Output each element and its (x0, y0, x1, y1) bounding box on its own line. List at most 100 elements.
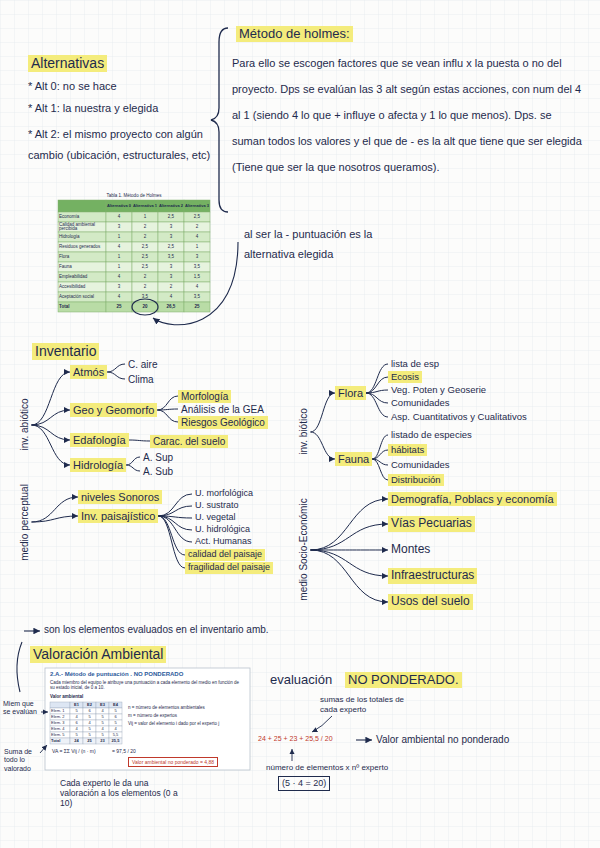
mindmap-item: Atmós (70, 365, 107, 379)
node-text: Inv. paisajístico (81, 510, 155, 522)
mindmap-item: Clima (125, 373, 157, 386)
table-cell-bg (58, 252, 106, 262)
mindmap-item: Inv. paisajístico (78, 509, 158, 523)
formula: VA = ΣΣ Vij / (n · m) (52, 748, 96, 754)
node-text: U. sustrato (195, 501, 239, 511)
table-cell-bg (184, 262, 210, 272)
branch-heading: medio Socio-Económic (296, 497, 311, 603)
table-cell-bg (158, 282, 184, 292)
table-cell-bg (158, 242, 184, 252)
mindmap-item: Infraestructuras (388, 568, 477, 583)
section-heading: Inventario (32, 343, 99, 360)
table-cell: 20 (132, 302, 158, 312)
table-cell-bg (158, 232, 184, 242)
node-text: Ecosis (391, 372, 419, 382)
table-cell: 1 (106, 232, 132, 242)
node-text: Análisis de la GEA (181, 404, 264, 415)
table-cell-bg (132, 242, 158, 252)
matrix-cell: 5 (96, 720, 109, 726)
branch-heading: medio perceptual (17, 482, 32, 563)
table-cell-bg (58, 272, 106, 282)
table-cell-bg (158, 292, 184, 302)
matrix-cell-bg (96, 732, 109, 738)
table-cell-bg (132, 302, 158, 312)
table-cell: Flora (58, 252, 106, 262)
node-text: Fauna (338, 453, 369, 465)
node-text: A. Sup (143, 452, 173, 463)
table-cell: Hidrología (58, 232, 106, 242)
table-cell-bg (184, 200, 210, 212)
matrix-cell: 5 (109, 708, 122, 714)
table-cell-bg (58, 282, 106, 292)
table-cell: 1 (106, 262, 132, 272)
matrix-cell-bg (83, 738, 96, 744)
handwritten-note: sumas de los totales de cada experto (320, 695, 415, 714)
branch-connector (158, 516, 185, 555)
table-cell: 2,5 (132, 262, 158, 272)
node-text: Morfología (181, 391, 228, 402)
branch-connector (32, 516, 79, 522)
table-cell-bg (184, 282, 210, 292)
table-cell-bg (106, 302, 132, 312)
node-text: Comunidades (391, 398, 450, 408)
section-heading: Alternativas (28, 55, 107, 72)
branch-connector (158, 506, 192, 516)
table-cell: 2 (132, 232, 158, 242)
mindmap-item: Montes (388, 542, 433, 557)
mindmap-item: lista de esp (388, 358, 442, 370)
table-cell: 3 (184, 252, 210, 262)
handwritten-note: * Alt 1: la nuestra y elegida (28, 102, 218, 115)
node-text: Infraestructuras (391, 569, 474, 582)
matrix-cell: 25,5 (109, 738, 122, 744)
mindmap-item: Carac. del suelo (150, 435, 228, 448)
table-cell-bg (106, 292, 132, 302)
branch-connector (158, 516, 185, 568)
table-cell-bg (132, 252, 158, 262)
matrix-cell: 5 (83, 726, 96, 732)
matrix-cell: 4 (70, 714, 83, 720)
matrix-cell-bg (70, 708, 83, 714)
matrix-cell: 5 (70, 732, 83, 738)
matrix-cell: 4 (96, 726, 109, 732)
table-cell: Total (58, 302, 106, 312)
table-cell: 4 (184, 232, 210, 242)
mindmap-item: fragilidad del paisaje (185, 562, 273, 574)
mindmap-item: Demografía, Poblacs y economía (388, 492, 557, 506)
matrix-cell: 5 (70, 708, 83, 714)
branch-connector (157, 409, 178, 410)
mindmap-item: C. aire (125, 358, 160, 371)
matrix-cell-bg (50, 720, 70, 726)
matrix-header: E1 (70, 702, 83, 708)
branch-connector (126, 457, 140, 465)
table-cell: 2,5 (132, 252, 158, 262)
node-text: Geo y Geomorfo (73, 404, 154, 416)
handwritten-note: * Alt 0: no se hace (28, 80, 218, 93)
boxed-formula: (5 · 4 = 20) (278, 776, 330, 791)
matrix-cell-bg (70, 732, 83, 738)
node-text: Asp. Cuantitativos y Cualitativos (391, 412, 527, 422)
node-text: medio Socio-Económic (298, 499, 309, 601)
matrix-header: E3 (96, 702, 109, 708)
handwritten-note: al ser la - puntuación es la alternativa… (244, 224, 394, 264)
matrix-cell: 5,5 (109, 732, 122, 738)
table-cell-bg (184, 272, 210, 282)
pointer-arrow (292, 749, 293, 761)
mindmap-item: Fauna (335, 452, 372, 466)
matrix-cell: 5 (109, 720, 122, 726)
mindmap-item: Usos del suelo (388, 594, 473, 609)
table-cell: 3 (106, 222, 132, 232)
table-cell-bg (132, 262, 158, 272)
node-text: inv. abiótico (19, 399, 30, 451)
table-cell-bg (106, 252, 132, 262)
matrix-cell-bg (70, 726, 83, 732)
table-cell-bg (158, 222, 184, 232)
mindmap-item: Riesgos Geológico (178, 416, 268, 429)
branch-connector (126, 465, 140, 471)
mindmap-item: Geo y Geomorfo (70, 403, 157, 417)
branch-connector (311, 432, 336, 459)
matrix-cell-bg (109, 714, 122, 720)
matrix-cell-bg (83, 732, 96, 738)
table-cell: 2,5 (158, 212, 184, 222)
branch-connector (158, 516, 192, 542)
pointer-arrow (356, 739, 372, 740)
